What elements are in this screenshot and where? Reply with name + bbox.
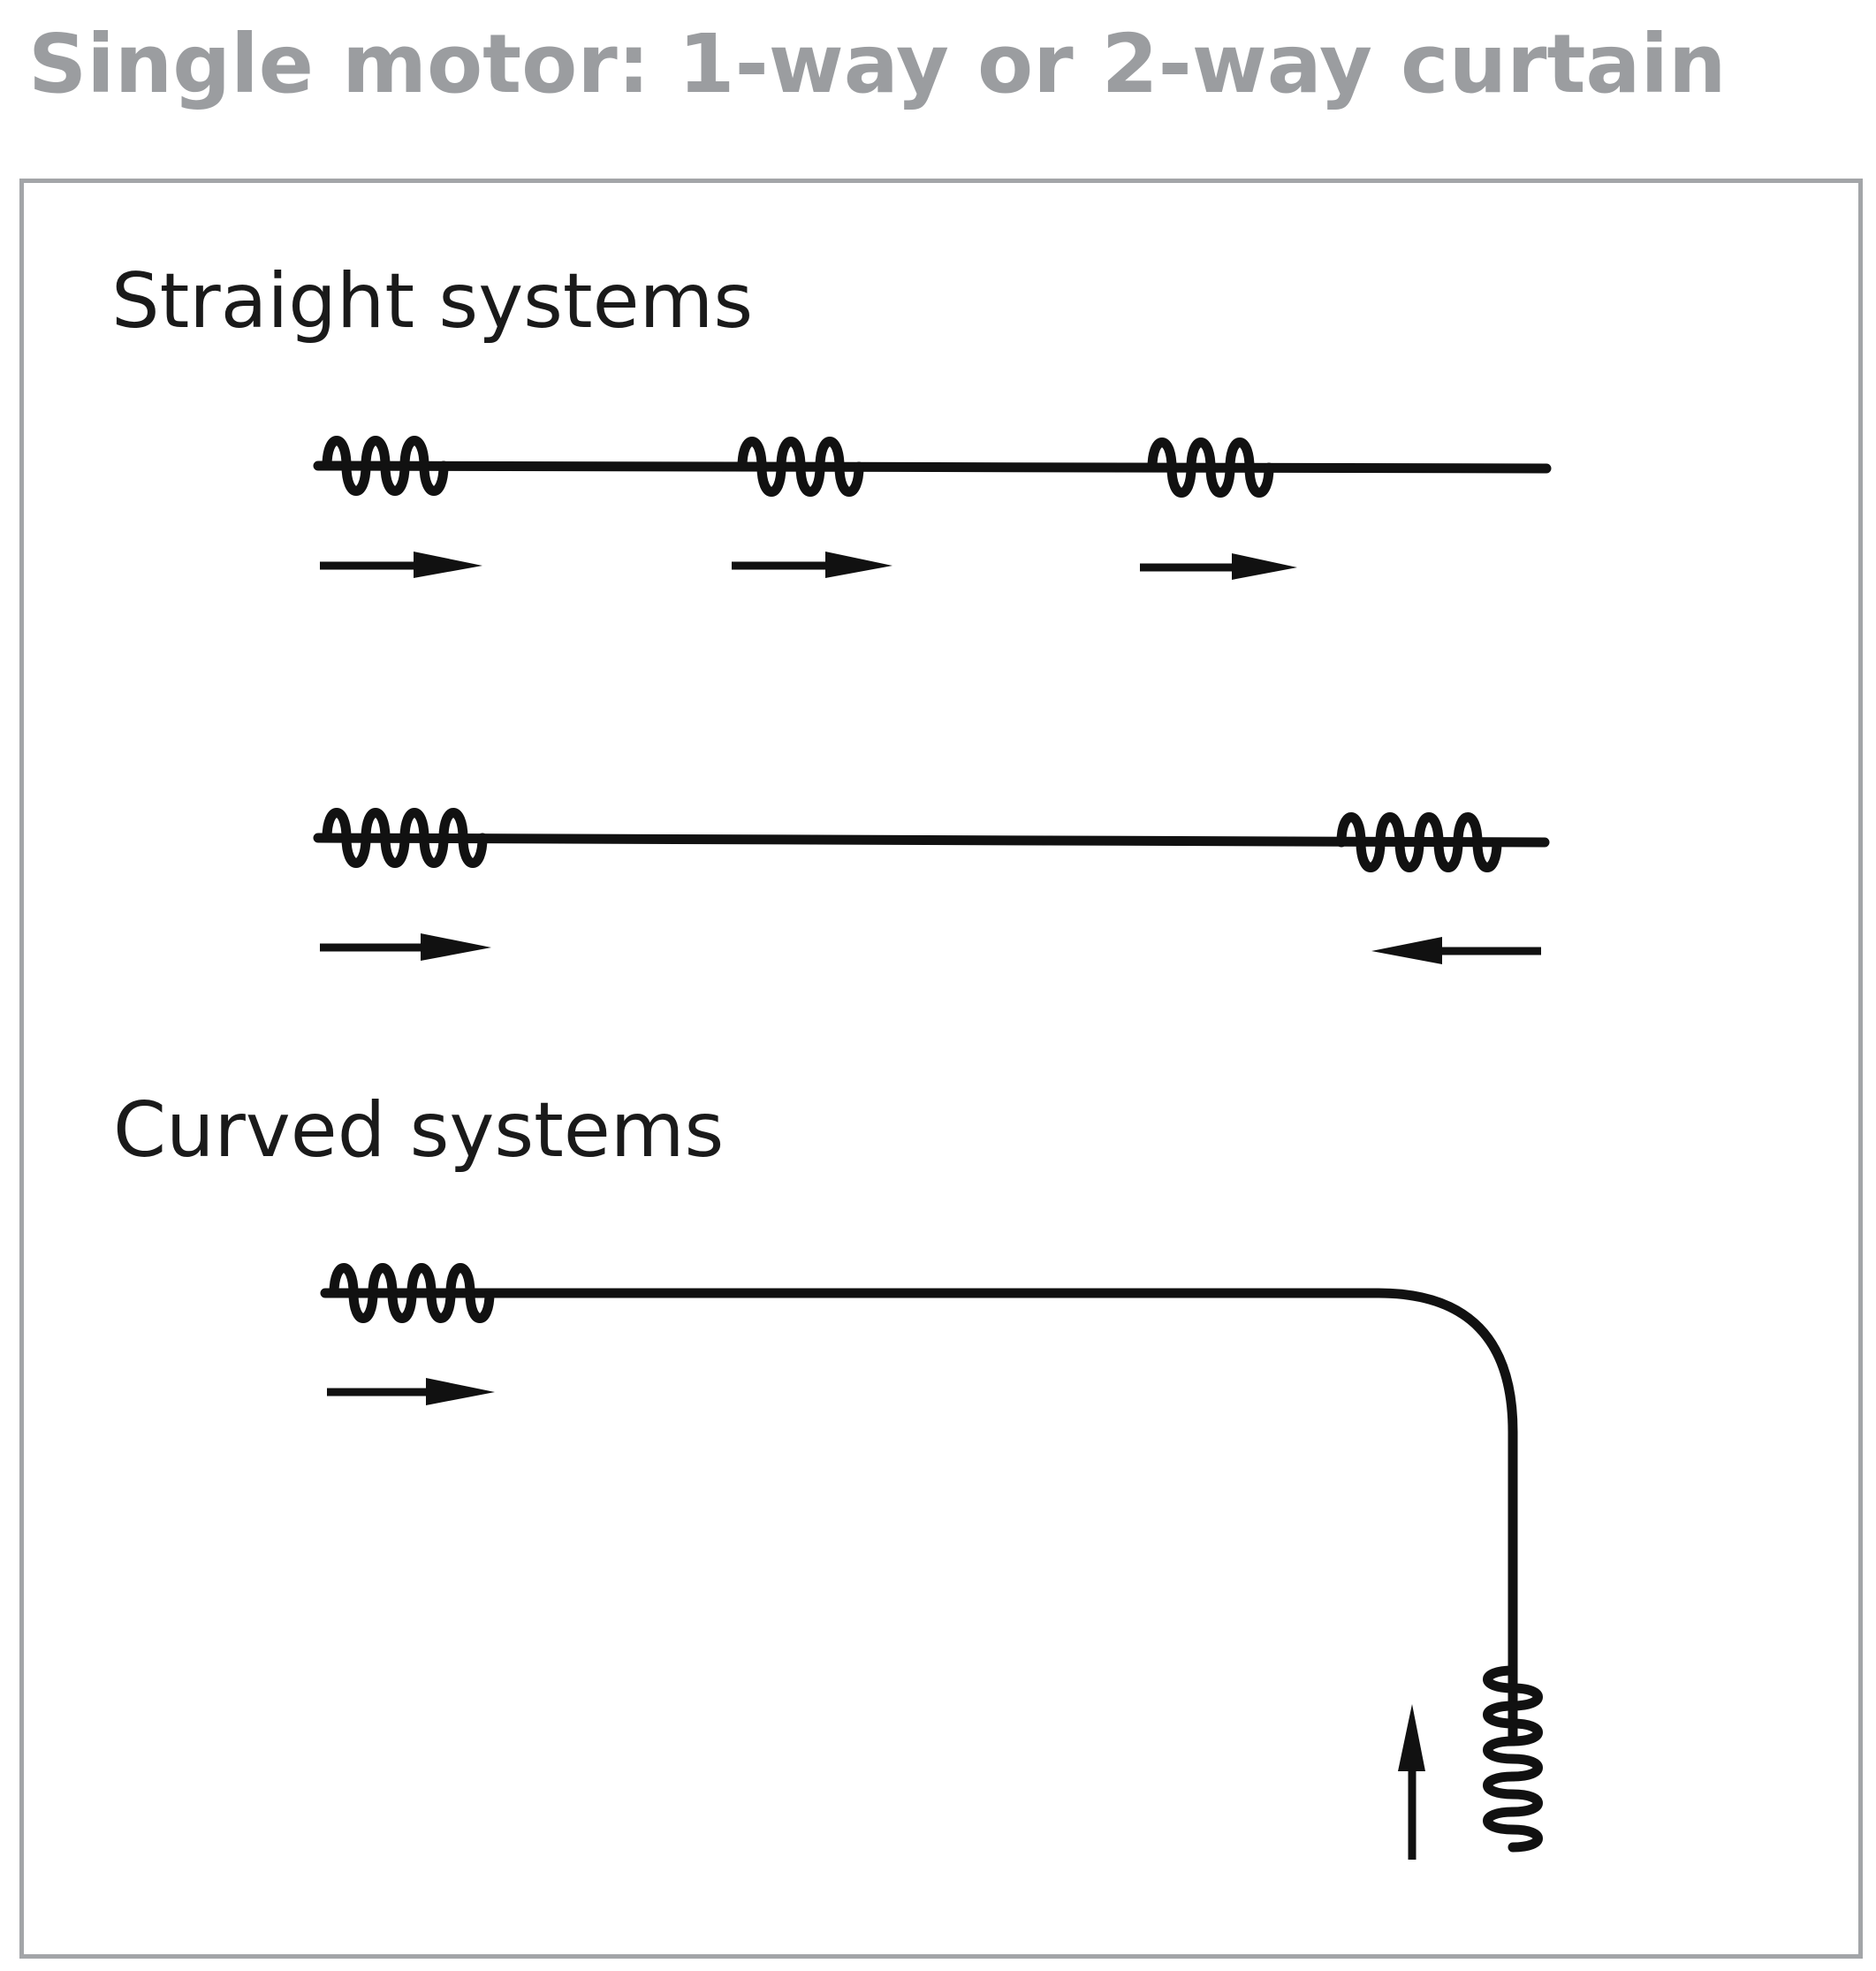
arrow-right-icon (320, 552, 482, 578)
curtain-right (1152, 443, 1269, 493)
page-title: Single motor: 1-way or 2-way curtain (28, 17, 1727, 111)
section-label-straight: Straight systems (111, 257, 754, 346)
straight-one-way-track (313, 441, 1552, 580)
curtain-left (327, 441, 444, 491)
arrow-right-icon (320, 933, 491, 961)
curtain-middle (742, 442, 859, 492)
curtain-right (1341, 818, 1497, 868)
curtain-left (327, 813, 482, 864)
curved-track (320, 1268, 1538, 1860)
arrow-up-icon (1398, 1704, 1425, 1860)
arrow-right-icon (1140, 553, 1297, 580)
arrow-left-icon (1371, 937, 1541, 964)
track-line (320, 1288, 1518, 1747)
section-label-curved: Curved systems (113, 1086, 725, 1175)
straight-two-way-track (313, 813, 1550, 964)
diagram-frame (19, 179, 1863, 1959)
track-line (313, 460, 1552, 474)
arrow-right-icon (732, 552, 892, 578)
curtain-top (334, 1268, 490, 1319)
arrow-right-icon (327, 1378, 495, 1405)
